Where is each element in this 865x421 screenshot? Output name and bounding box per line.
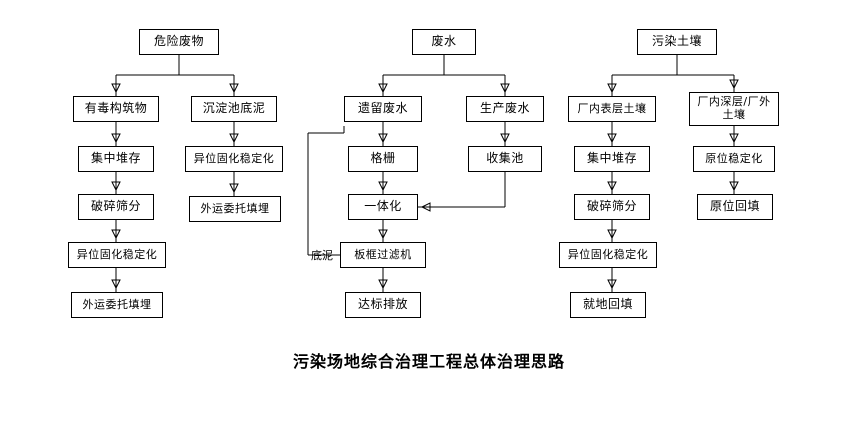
node-centralized-storage-2[interactable]: 集中堆存 bbox=[574, 146, 650, 172]
node-contaminated-soil[interactable]: 污染土壤 bbox=[637, 29, 717, 55]
node-label: 厂内深层/厂外 土壤 bbox=[697, 95, 771, 121]
node-off-site-landfill-2[interactable]: 外运委托填埋 bbox=[71, 292, 163, 318]
node-label: 收集池 bbox=[486, 151, 524, 166]
node-label: 污染土壤 bbox=[651, 34, 702, 49]
node-label: 异位固化稳定化 bbox=[193, 151, 275, 165]
node-label: 就地回填 bbox=[582, 297, 633, 312]
node-label: 集中堆存 bbox=[90, 151, 141, 166]
node-ex-situ-stabilization-1[interactable]: 异位固化稳定化 bbox=[185, 146, 283, 172]
node-centralized-storage-1[interactable]: 集中堆存 bbox=[78, 146, 154, 172]
node-crush-screen-2[interactable]: 破碎筛分 bbox=[574, 194, 650, 220]
node-ex-situ-stabilization-2[interactable]: 异位固化稳定化 bbox=[68, 242, 166, 268]
node-collection-pool[interactable]: 收集池 bbox=[468, 146, 542, 172]
node-label: 达标排放 bbox=[357, 297, 408, 312]
node-in-situ-backfill[interactable]: 原位回填 bbox=[697, 194, 773, 220]
node-label: 外运委托填埋 bbox=[200, 201, 270, 215]
node-integration[interactable]: 一体化 bbox=[348, 194, 418, 220]
node-ex-situ-stabilization-3[interactable]: 异位固化稳定化 bbox=[559, 242, 657, 268]
node-hazardous-waste[interactable]: 危险废物 bbox=[139, 29, 219, 55]
node-label: 原位稳定化 bbox=[705, 151, 763, 165]
node-label: 沉淀池底泥 bbox=[202, 101, 266, 116]
node-grating[interactable]: 格栅 bbox=[348, 146, 418, 172]
node-waste-water[interactable]: 废水 bbox=[412, 29, 476, 55]
node-residual-waste-water[interactable]: 遗留废水 bbox=[344, 96, 422, 122]
node-sediment-tank-sludge[interactable]: 沉淀池底泥 bbox=[191, 96, 277, 122]
node-label: 有毒构筑物 bbox=[84, 101, 148, 116]
node-in-situ-stabilization[interactable]: 原位稳定化 bbox=[693, 146, 775, 172]
diagram-caption: 污染场地综合治理工程总体治理思路 bbox=[293, 352, 566, 371]
node-label: 外运委托填埋 bbox=[82, 297, 152, 311]
node-off-site-landfill-1[interactable]: 外运委托填埋 bbox=[189, 196, 281, 222]
node-crush-screen-1[interactable]: 破碎筛分 bbox=[78, 194, 154, 220]
node-label: 废水 bbox=[431, 34, 457, 49]
node-plant-surface-soil[interactable]: 厂内表层土壤 bbox=[568, 96, 656, 122]
node-compliant-discharge[interactable]: 达标排放 bbox=[345, 292, 421, 318]
node-toxic-structures[interactable]: 有毒构筑物 bbox=[73, 96, 159, 122]
node-label: 破碎筛分 bbox=[90, 199, 141, 214]
node-label: 原位回填 bbox=[709, 199, 760, 214]
node-plate-frame-filter[interactable]: 板框过滤机 bbox=[340, 242, 426, 268]
node-on-site-backfill[interactable]: 就地回填 bbox=[570, 292, 646, 318]
node-label: 集中堆存 bbox=[586, 151, 637, 166]
node-label: 异位固化稳定化 bbox=[567, 247, 649, 261]
node-deep-outside-soil[interactable]: 厂内深层/厂外 土壤 bbox=[689, 92, 779, 126]
node-label: 遗留废水 bbox=[357, 101, 408, 116]
node-production-waste-water[interactable]: 生产废水 bbox=[466, 96, 544, 122]
node-label: 生产废水 bbox=[479, 101, 530, 116]
node-label: 格栅 bbox=[370, 151, 396, 166]
node-label: 异位固化稳定化 bbox=[76, 247, 158, 261]
node-label: 厂内表层土壤 bbox=[577, 101, 647, 115]
node-label: 危险废物 bbox=[153, 34, 204, 49]
edge-label-sludge: 底泥 bbox=[311, 249, 333, 262]
node-label: 破碎筛分 bbox=[586, 199, 637, 214]
node-label: 板框过滤机 bbox=[354, 247, 412, 261]
node-label: 一体化 bbox=[364, 199, 402, 214]
